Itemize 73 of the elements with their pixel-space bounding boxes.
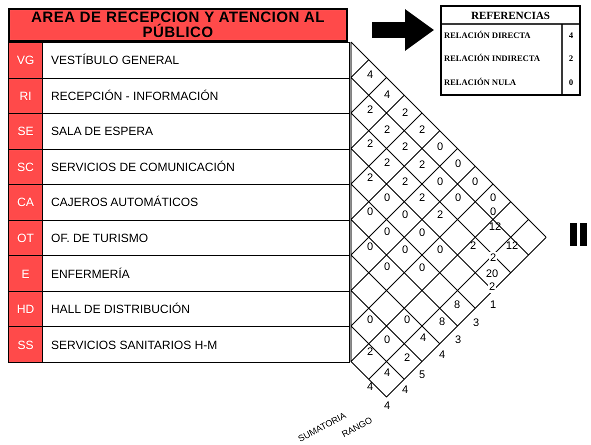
matrix-value: 8	[438, 316, 446, 328]
row-name: VESTÍBULO GENERAL	[42, 42, 350, 79]
matrix-value: 4	[366, 381, 374, 393]
row-code: SS	[8, 326, 43, 363]
matrix-value: 2	[366, 172, 374, 184]
matrix-value: 2	[402, 107, 408, 119]
row-code: HD	[8, 290, 43, 328]
reference-heading: REFERENCIAS	[470, 8, 551, 24]
matrix-value: 0	[366, 241, 374, 253]
matrix-value: 2	[366, 138, 374, 150]
row-code: SC	[8, 148, 43, 186]
row-code: SE	[8, 113, 43, 150]
matrix-value: 4	[366, 69, 374, 81]
matrix-value: 2	[384, 157, 390, 169]
matrix-value: 0	[418, 227, 426, 239]
matrix-value: 0	[436, 176, 444, 188]
reference-label: RELACIÓN DIRECTA	[444, 29, 532, 42]
matrix-value: 4	[438, 349, 446, 361]
matrix-value: 5	[418, 369, 426, 381]
matrix-value: 0	[384, 334, 390, 346]
row-code: CA	[8, 184, 43, 221]
matrix-value: 12	[488, 221, 502, 233]
matrix-value: 0	[366, 206, 374, 218]
row-name: SERVICIOS SANITARIOS H-M	[42, 326, 350, 363]
matrix-value: 2	[366, 346, 374, 358]
matrix-value: 0	[490, 192, 496, 204]
reference-value: 2	[568, 52, 574, 65]
matrix-value: 0	[418, 262, 426, 274]
matrix-value: 4	[384, 367, 390, 379]
matrix-value: 4	[384, 89, 390, 101]
matrix-value: 2	[404, 352, 410, 364]
matrix-value: 2	[418, 159, 426, 171]
matrix-value: 0	[366, 314, 374, 326]
matrix-value: 2	[418, 124, 426, 136]
reference-value: 0	[568, 76, 574, 89]
matrix-value: 0	[454, 158, 462, 170]
matrix-value: 1	[490, 299, 496, 311]
title-banner: AREA DE RECEPCION Y ATENCION AL PÚBLICO	[8, 8, 348, 42]
matrix-value: 0	[384, 261, 390, 273]
row-code: E	[8, 255, 43, 292]
row-code: VG	[8, 42, 43, 79]
matrix-value: 2	[402, 141, 408, 153]
row-code: RI	[8, 78, 43, 114]
matrix-value: 4	[402, 384, 408, 396]
matrix-value: 0	[402, 209, 408, 221]
matrix-value: 12	[506, 240, 518, 252]
matrix-value: 0	[454, 192, 462, 204]
matrix-value: 4	[384, 400, 390, 412]
reference-value: 4	[568, 29, 574, 42]
matrix-value: 0	[404, 314, 410, 326]
reference-label: RELACIÓN INDIRECTA	[444, 52, 541, 65]
matrix-value: 0	[402, 244, 408, 256]
matrix-value: 0	[384, 226, 390, 238]
matrix-value: 2	[488, 281, 496, 293]
matrix-value: 0	[472, 176, 478, 188]
matrix-value: 0	[490, 206, 496, 218]
matrix-value: 0	[436, 244, 444, 256]
matrix-value: 2	[488, 252, 498, 264]
matrix-value: 0	[436, 141, 444, 153]
matrix-value: 2	[418, 192, 426, 204]
matrix-value: 2	[470, 240, 476, 252]
reference-label: RELACIÓN NULA	[444, 76, 518, 89]
matrix-value: 2	[384, 124, 390, 136]
matrix-value: 4	[420, 332, 426, 344]
matrix-value: 2	[402, 176, 408, 188]
row-code: OT	[8, 220, 43, 256]
matrix-value: 3	[454, 334, 462, 346]
matrix-value: 2	[436, 209, 444, 221]
matrix-value: 8	[454, 299, 460, 311]
matrix-value: 20	[486, 268, 498, 280]
matrix-value: 0	[384, 192, 390, 204]
matrix-value: 3	[472, 317, 480, 329]
matrix-value: 2	[366, 104, 374, 116]
